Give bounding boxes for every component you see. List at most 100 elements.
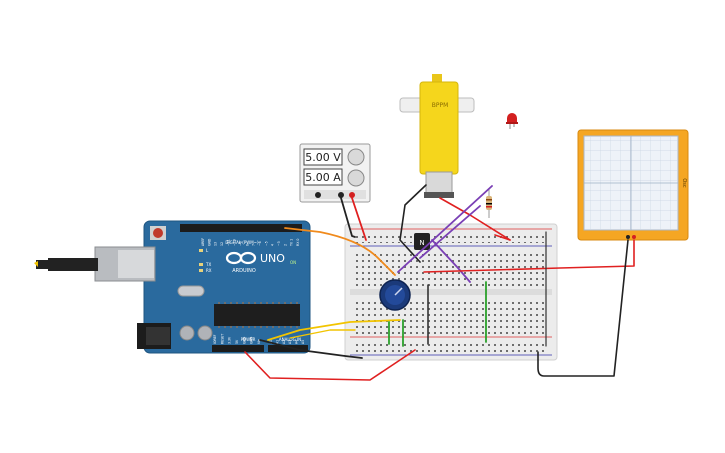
resistor[interactable] [486,189,492,218]
led-rx [199,269,203,272]
pin-label: 3.3V [228,336,232,344]
pin-label: A2 [282,340,286,344]
pin-label: Vin [257,339,261,344]
ground-terminal[interactable] [315,192,321,198]
usb-cable-end [36,260,50,269]
potentiometer-pointer [394,287,403,296]
current-display [303,168,343,186]
top-power-rail-holes [352,232,548,243]
wire-yellow[interactable] [289,329,356,339]
pin-label: 13 [214,242,218,246]
wire-red-jumper[interactable] [494,234,511,241]
potentiometer[interactable] [379,279,411,311]
current-readout: 5.00 A [305,171,341,184]
pin-label: ~11 [226,239,230,246]
resistor-band [486,206,492,208]
motor-top-cap [432,74,442,84]
pin-label: A5 [301,340,305,344]
pin-label: AREF [201,238,205,246]
digital-header-label: DIGITAL (PWM~) [225,240,259,245]
pin-label: A1 [275,340,279,344]
pin-label: IOREF [213,334,217,344]
analog-header-label: ANALOG IN [279,337,301,342]
pin-label: GND [207,238,211,246]
wire-orange[interactable] [284,227,396,276]
oscilloscope[interactable]: Osc [577,129,689,241]
motor-label: BPPM [432,102,449,109]
scope-negative-terminal[interactable] [626,235,630,239]
wire-purple[interactable] [431,239,471,283]
pin-label: 12 [220,242,224,246]
pin-label: TX 1 [290,239,294,247]
power-jack-socket [146,327,170,345]
wires [244,184,635,381]
led-tx-label: TX [205,262,211,267]
capacitor [197,325,213,341]
dc-gear-motor[interactable]: BPPM [399,74,475,198]
voltage-display [303,148,343,166]
arduino-uno-board[interactable]: ARDUINO UNO DIGITAL (PWM~) POWER ANALOG … [34,220,311,354]
power-supply[interactable]: 5.00 V 5.00 A [299,143,371,203]
wire-black-motor[interactable] [399,184,427,263]
usb-cable-tip [34,261,38,267]
scope-label: Osc [681,178,687,188]
transistor-label: N [419,239,424,247]
pin-label: A3 [288,340,292,344]
pin-label: ~10 [233,239,237,246]
atmega-chip [214,304,300,326]
wire-purple[interactable] [419,205,481,259]
wire-red-scope[interactable] [423,239,635,273]
led-tx [199,263,203,266]
power-header-label: POWER [241,337,256,342]
pin-label: GND [250,336,254,344]
bottom-power-rail-holes [352,340,548,352]
pin-label: RESET [220,334,224,344]
pin-label: 4 [271,244,275,246]
usb-cable [48,258,98,271]
current-knob[interactable] [347,169,365,187]
pin-label: ~6 [258,241,262,246]
resistor-band [486,199,492,201]
digital-header-holes [182,226,300,230]
capacitor [179,325,195,341]
led-l-label: L [206,248,209,253]
chip-pins-top [214,300,300,304]
positive-terminal[interactable] [349,192,355,198]
pin-label: GND [242,336,246,344]
center-channel [350,289,552,295]
wire-black-supply[interactable] [340,197,356,238]
negative-terminal[interactable] [338,192,344,198]
breadboard[interactable] [344,223,558,361]
motor-body [425,171,453,195]
pin-label: A4 [295,340,299,344]
chip-pins-bottom [214,326,300,330]
wire-black-ground[interactable] [259,339,363,359]
wire-red-5v[interactable] [244,349,416,381]
upper-terminal-holes [356,250,544,286]
wire-purple[interactable] [397,185,493,273]
analog-header-holes [270,346,306,350]
wire-black-scope[interactable] [537,239,629,377]
wire-yellow[interactable] [267,319,401,341]
voltage-knob[interactable] [347,148,365,166]
on-label: ON [290,260,296,265]
red-led[interactable] [506,113,518,129]
npn-transistor[interactable]: N [414,233,430,250]
arduino-brand: ARDUINO [232,268,256,274]
arduino-logo-icon [225,251,257,265]
reset-button[interactable] [153,228,163,238]
pin-label: ~5 [264,241,268,246]
pin-label: RX 0 [296,239,300,246]
wire-red-supply[interactable] [351,197,367,241]
pin-label: ~3 [277,241,281,246]
motor-gearbox [419,81,459,175]
scope-positive-terminal[interactable] [632,235,636,239]
led-l [199,249,203,252]
motor-end-cap [424,192,454,198]
voltage-readout: 5.00 V [305,151,341,164]
pin-label: 8 [245,244,249,246]
arduino-model: UNO [260,252,285,265]
